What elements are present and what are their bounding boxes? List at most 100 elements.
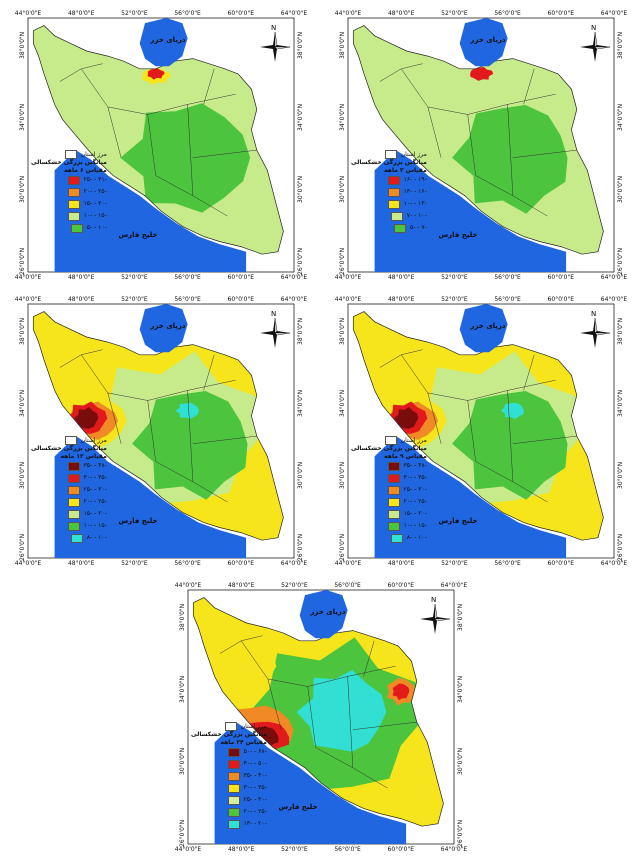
severity-zone [147, 68, 165, 80]
legend-class-item: -۳۰ - -۲۵ [351, 484, 427, 496]
longitude-tick-label: 48°0'0"E [227, 582, 255, 589]
legend-swatch [67, 521, 80, 531]
severity-zone [132, 391, 248, 500]
latitude-tick-label: 38°0'0"N [339, 318, 346, 346]
boundary-swatch [384, 150, 397, 160]
latitude-tick-label: 30°0'0"N [179, 748, 186, 776]
province-boundary [523, 68, 535, 105]
latitude-tick-label: 34°0'0"N [617, 104, 624, 132]
longitude-tick-label: 64°0'0"E [280, 560, 308, 567]
boundary-label: مرز استان [80, 436, 107, 444]
legend-class-label: -۲۰ - -۱۵ [403, 510, 427, 518]
longitude-tick-label: 52°0'0"E [441, 296, 468, 303]
legend-scale-label: مقیاس ۳ ماهه [384, 166, 427, 174]
caspian-sea-water [299, 590, 348, 639]
legend-class-label: -۲۵ - -۲۰ [83, 498, 107, 506]
province-boundary [512, 149, 577, 158]
longitude-tick-label: 52°0'0"E [121, 560, 148, 567]
north-arrow-icon: N [580, 310, 610, 348]
longitude-tick-label: 48°0'0"E [67, 560, 95, 567]
country-outline [32, 311, 284, 541]
persian-gulf-water [54, 436, 247, 558]
province-boundary [107, 106, 122, 158]
longitude-tick-label: 64°0'0"E [600, 296, 628, 303]
severity-zone [470, 66, 494, 81]
longitude-tick-label: 56°0'0"E [174, 274, 201, 281]
boundary-label: مرز استان [400, 436, 427, 444]
longitude-tick-label: 60°0'0"E [227, 296, 255, 303]
longitude-tick-label: 64°0'0"E [440, 582, 468, 589]
caspian-sea-water [459, 304, 508, 353]
longitude-tick-label: 48°0'0"E [67, 10, 95, 17]
persian-gulf-label: خلیج فارس [118, 517, 158, 526]
severity-zone [175, 402, 199, 419]
latitude-tick-label: 38°0'0"N [179, 604, 186, 632]
country-outline [192, 597, 444, 827]
longitude-tick-label: 56°0'0"E [494, 274, 521, 281]
longitude-tick-label: 56°0'0"E [494, 296, 521, 303]
longitude-tick-label: 44°0'0"E [334, 274, 362, 281]
legend-class-label: -۱۹ - -۱۶ [403, 176, 427, 184]
longitude-tick-label: 52°0'0"E [121, 296, 148, 303]
legend-class-item: -۱۰ - -۵ [31, 222, 107, 234]
longitude-tick-label: 56°0'0"E [494, 10, 521, 17]
longitude-tick-label: 52°0'0"E [441, 10, 468, 17]
north-label: N [431, 596, 437, 604]
severity-zone [392, 683, 410, 701]
map-3month-svg [347, 17, 615, 273]
legend-class-label: -۳۱ - -۲۵ [83, 176, 107, 184]
latitude-tick-label: 34°0'0"N [19, 104, 26, 132]
legend-class-item: -۳۱ - -۲۵ [31, 174, 107, 186]
province-boundary [219, 635, 263, 654]
latitude-tick-label: 38°0'0"N [297, 32, 304, 60]
legend-class-item: -۴۸ - -۳۵ [31, 460, 107, 472]
severity-zone [216, 638, 277, 693]
legend-class-item: -۴۰ - -۳۵ [191, 770, 267, 782]
province-boundary [475, 461, 548, 503]
severity-zone [120, 103, 251, 213]
legend-class-label: -۳۰ - -۲۵ [243, 796, 267, 804]
longitude-tick-label: 52°0'0"E [441, 274, 468, 281]
persian-gulf-water [374, 436, 567, 558]
longitude-tick-label: 60°0'0"E [387, 582, 415, 589]
province-boundary [203, 68, 215, 105]
legend-class-label: -۲۰ - -۱۳ [243, 820, 267, 828]
longitude-tick-label: 52°0'0"E [281, 846, 308, 853]
legend-class-item: -۳۵ - -۳۰ [31, 472, 107, 484]
north-label: N [271, 24, 277, 32]
province-boundary [107, 392, 122, 444]
boundary-label: مرز استان [240, 722, 267, 730]
latitude-tick-label: 34°0'0"N [457, 676, 464, 704]
province-boundary [363, 640, 375, 677]
legend-title: میانگین بزرگی خشکسالی [351, 159, 427, 167]
persian-gulf-water [54, 150, 247, 272]
caspian-sea-label: دریای خزر [470, 321, 506, 330]
province-boundary [307, 686, 316, 748]
legend-title: میانگین بزرگی خشکسالی [31, 159, 107, 167]
longitude-tick-label: 44°0'0"E [334, 296, 362, 303]
legend-class-item: -۶۸ - -۵۰ [191, 746, 267, 758]
latitude-tick-label: 34°0'0"N [297, 104, 304, 132]
latitude-tick-label: 26°0'0"N [179, 820, 186, 848]
province-boundary [59, 63, 103, 82]
longitude-tick-label: 56°0'0"E [174, 560, 201, 567]
persian-gulf-label: خلیج فارس [438, 517, 478, 526]
latitude-tick-label: 30°0'0"N [297, 176, 304, 204]
legend-class-item: -۱۵ - -۱۰ [31, 210, 107, 222]
legend-class-label: -۱۵ - -۱۰ [403, 522, 427, 530]
latitude-tick-label: 26°0'0"N [457, 820, 464, 848]
boundary-swatch [64, 436, 77, 446]
severity-zone [394, 407, 419, 429]
latitude-tick-label: 26°0'0"N [617, 248, 624, 276]
legend-swatch [227, 759, 240, 769]
legend-class-item: -۲۰ - -۱۵ [351, 508, 427, 520]
legend-class-item: -۴۸ - -۳۵ [351, 460, 427, 472]
latitude-tick-label: 38°0'0"N [297, 318, 304, 346]
longitude-tick-label: 44°0'0"E [174, 582, 202, 589]
latitude-tick-label: 30°0'0"N [339, 462, 346, 490]
